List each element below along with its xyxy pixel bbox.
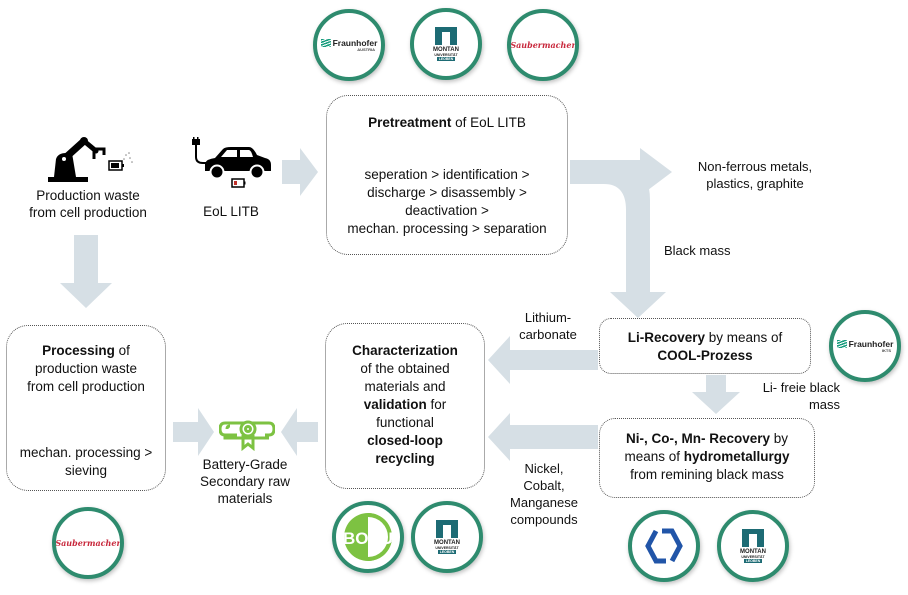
processing-title: Processing of [42, 343, 130, 358]
nickel-line2: Cobalt, [523, 478, 565, 493]
non-ferrous-label-line2: plastics, graphite [706, 176, 804, 191]
arrow-processing-to-product [173, 408, 214, 456]
montan-universitaet-logo-bottom-right: MONTAN UNIVERSITÄT LEOBEN [717, 510, 789, 582]
pretreatment-step-line: deactivation > [405, 203, 489, 218]
characterization-line: recycling [375, 451, 435, 466]
robot-arm-icon [44, 137, 136, 183]
li-free-black-mass-label: Li- freie black mass [744, 379, 840, 413]
montan-m-icon [742, 529, 764, 547]
montan-line2: UNIVERSITÄT [741, 555, 765, 559]
processing-line: production waste [34, 361, 138, 376]
production-waste-label-line2: from cell production [29, 205, 147, 220]
montan-m-icon [436, 520, 458, 538]
characterization-line: materials and [364, 379, 446, 394]
montan-line1: MONTAN [740, 549, 766, 555]
ni-co-mn-title: Ni-, Co-, Mn- Recovery by [625, 431, 789, 446]
li-free-line1: Li- freie black [762, 380, 840, 395]
nickel-line1: Nickel, [524, 461, 564, 476]
montan-line2: UNIVERSITÄT [434, 53, 458, 57]
fraunhofer-ikts-logo: Fraunhofer IKTS [829, 310, 901, 382]
eol-litb-label: EoL LITB [203, 204, 259, 219]
ni-co-mn-recovery-box: Ni-, Co-, Mn- Recovery by means of hydro… [599, 418, 815, 498]
product-label: Battery-Grade Secondary raw materials [190, 456, 300, 507]
pretreatment-step-line: mechan. processing > separation [347, 221, 547, 236]
li-recovery-title: Li-Recovery by means of [627, 330, 783, 345]
fraunhofer-mark-icon [320, 39, 331, 47]
arrow-to-black-mass [570, 160, 666, 318]
characterization-line: closed-loop [367, 433, 443, 448]
processing-line: from cell production [27, 379, 145, 394]
arrow-lithium-carbonate [488, 336, 598, 384]
electric-car-icon [191, 137, 275, 189]
hexagon-partner-logo [628, 510, 700, 582]
li-recovery-box: Li-Recovery by means of COOL-Prozess [599, 318, 811, 374]
non-ferrous-label: Non-ferrous metals, plastics, graphite [680, 158, 830, 192]
pretreatment-step-line: seperation > identification > [364, 167, 530, 182]
saubermacher-name: Saubermacher [510, 40, 576, 50]
montan-m-icon [435, 27, 457, 45]
pretreatment-title: Pretreatment of EoL LITB [368, 115, 526, 130]
arrow-li-free-mass [692, 375, 740, 414]
processing-box: Processing of production waste from cell… [6, 325, 166, 491]
lithium-carbonate-line1: Lithium- [524, 310, 572, 325]
hexagon-icon [645, 528, 683, 564]
montan-line3: LEOBEN [436, 57, 456, 61]
boku-logo: BOKU [332, 501, 404, 573]
production-waste-label: Production waste from cell production [18, 187, 158, 221]
montan-line1: MONTAN [434, 540, 460, 546]
pretreatment-step-line: discharge > disassembly > [367, 185, 527, 200]
characterization-line: validation for [363, 397, 447, 412]
product-label-line2: Secondary raw [199, 474, 291, 489]
lithium-carbonate-line2: carbonate [519, 327, 577, 342]
product-label-line3: materials [217, 491, 273, 506]
fraunhofer-ikts-name: Fraunhofer [848, 339, 894, 349]
production-waste-label-line1: Production waste [36, 188, 140, 203]
arrow-nickel-compounds [488, 413, 598, 461]
characterization-line: of the obtained [360, 361, 450, 376]
arrow-waste-down [60, 235, 112, 308]
arrow-eol-to-pretreatment [282, 148, 318, 196]
processing-step-line: sieving [64, 463, 108, 478]
li-free-line2: mass [808, 397, 840, 412]
saubermacher-logo-bottom: Saubermacher [52, 507, 124, 579]
nickel-line4: compounds [510, 512, 578, 527]
fraunhofer-austria-name: Fraunhofer [332, 38, 378, 48]
nickel-line3: Manganese [510, 495, 578, 510]
montan-universitaet-logo-bottom: MONTAN UNIVERSITÄT LEOBEN [411, 501, 483, 573]
montan-universitaet-logo-top: MONTAN UNIVERSITÄT LEOBEN [410, 8, 482, 80]
montan-line1: MONTAN [433, 47, 459, 53]
ni-co-mn-method: means of hydrometallurgy [624, 449, 790, 464]
characterization-box: Characterization of the obtained materia… [325, 323, 485, 489]
arrow-characterization-to-product [281, 408, 318, 456]
black-mass-label: Black mass [664, 243, 731, 258]
ni-co-mn-source: from remining black mass [630, 467, 784, 482]
montan-line2: UNIVERSITÄT [435, 546, 459, 550]
characterization-line: functional [376, 415, 434, 430]
saubermacher-logo-top: Saubermacher [507, 9, 579, 81]
lithium-carbonate-label: Lithium- carbonate [508, 309, 588, 343]
certificate-scroll-icon [218, 415, 276, 452]
montan-line3: LEOBEN [743, 559, 763, 563]
fraunhofer-mark-icon [836, 340, 847, 348]
non-ferrous-label-line1: Non-ferrous metals, [697, 159, 813, 174]
product-label-line1: Battery-Grade [202, 457, 288, 472]
fraunhofer-ikts-sub: IKTS [881, 348, 891, 353]
saubermacher-name: Saubermacher [55, 538, 121, 548]
fraunhofer-austria-logo: Fraunhofer AUSTRIA [313, 9, 385, 81]
pretreatment-box: Pretreatment of EoL LITB seperation > id… [326, 95, 568, 255]
nickel-cobalt-manganese-label: Nickel, Cobalt, Manganese compounds [500, 460, 588, 528]
processing-step-line: mechan. processing > [19, 445, 153, 460]
fraunhofer-austria-sub: AUSTRIA [357, 47, 375, 52]
montan-line3: LEOBEN [437, 550, 457, 554]
boku-name: BOKU [343, 529, 393, 548]
characterization-line: Characterization [352, 343, 458, 358]
boku-emblem-icon: BOKU [343, 513, 393, 561]
li-recovery-process: COOL-Prozess [657, 348, 753, 363]
